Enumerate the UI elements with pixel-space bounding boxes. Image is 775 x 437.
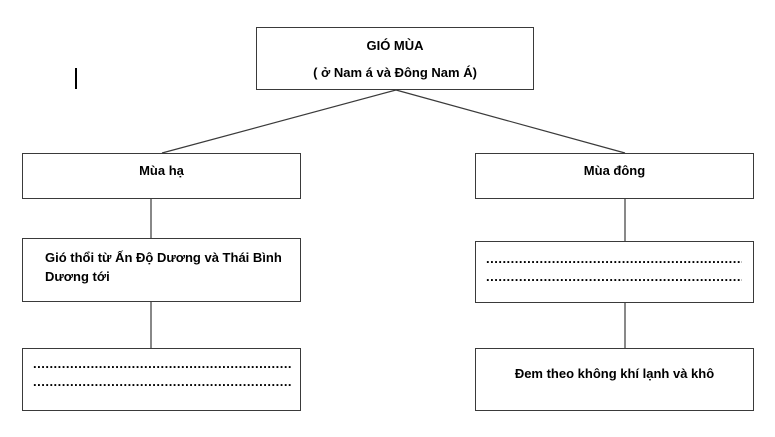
winter-origin-blank-2: ........................................…	[486, 269, 742, 284]
text-cursor	[75, 68, 77, 89]
summer-effect-blank-1: ........................................…	[33, 356, 291, 371]
summer-node: Mùa hạ	[22, 153, 301, 199]
root-title: GIÓ MÙA	[366, 38, 424, 53]
winter-origin-blank-1: ........................................…	[486, 251, 742, 266]
connector-root-right	[395, 89, 626, 154]
summer-origin-text: Gió thổi từ Ấn Độ Dương và Thái Bình Dươ…	[45, 250, 282, 284]
root-subtitle: ( ở Nam á và Đông Nam Á)	[313, 65, 477, 80]
summer-origin-node: Gió thổi từ Ấn Độ Dương và Thái Bình Dươ…	[22, 238, 301, 302]
winter-node: Mùa đông	[475, 153, 754, 199]
summer-effect-node: ........................................…	[22, 348, 301, 411]
winter-effect-text: Đem theo không khí lạnh và khô	[514, 366, 715, 381]
summer-effect-blank-2: ........................................…	[33, 374, 291, 389]
winter-origin-node: ........................................…	[475, 241, 754, 303]
connector-root-left	[161, 89, 397, 154]
winter-label: Mùa đông	[583, 163, 646, 178]
winter-effect-node: Đem theo không khí lạnh và khô	[475, 348, 754, 411]
root-node: GIÓ MÙA ( ở Nam á và Đông Nam Á)	[256, 27, 534, 90]
summer-label: Mùa hạ	[139, 163, 184, 178]
